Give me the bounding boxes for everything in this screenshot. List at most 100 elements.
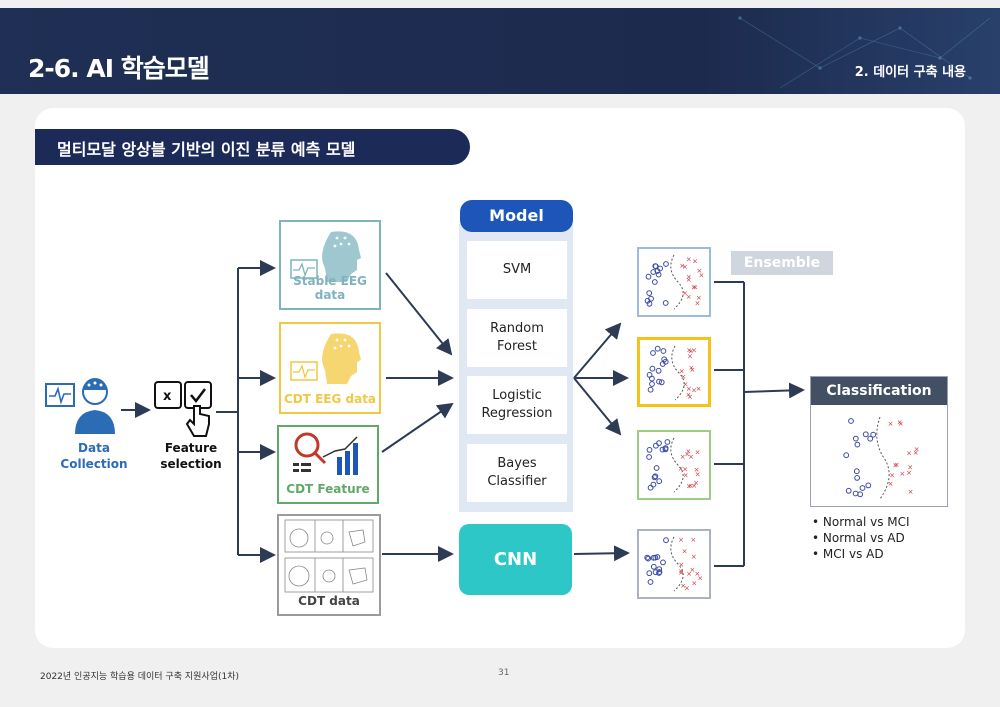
svg-text:×: × [688, 453, 694, 461]
svg-text:×: × [908, 488, 914, 496]
classification-box: Classification ×××××××××××××× [810, 376, 948, 507]
input-cdt-eeg: CDT EEG data [279, 322, 381, 414]
classification-item: MCI vs AD [812, 546, 910, 562]
classification-scatter: ×××××××××××××× [835, 413, 925, 503]
svg-text:×: × [678, 567, 684, 575]
footer-project-name: 2022년 인공지능 학습용 데이터 구축 지원사업(1차) [40, 672, 239, 682]
output-plot-4: ×××××××××××××× [637, 529, 711, 599]
data-collection-label: Data Collection [60, 441, 128, 471]
ensemble-label: Ensemble [731, 251, 833, 275]
svg-text:×: × [906, 449, 912, 457]
section-title: 멀티모달 앙상블 기반의 이진 분류 예측 모델 [57, 140, 356, 159]
page-title: 2-6. AI 학습모델 [28, 54, 210, 83]
svg-text:×: × [695, 449, 701, 457]
scatter-plot-icon: ×××××××××××××× [843, 416, 920, 500]
svg-text:×: × [684, 450, 690, 458]
svg-text:×: × [913, 449, 919, 457]
output-plot-3: ×××××××××××××× [637, 430, 711, 500]
svg-text:×: × [678, 569, 684, 577]
feature-selection-icon: x [154, 381, 212, 437]
svg-text:×: × [691, 387, 697, 395]
svg-text:×: × [678, 465, 684, 473]
svg-text:×: × [687, 393, 693, 401]
input-label: CDT Feature [286, 482, 370, 496]
model-bayes-classifier: Bayes Classifier [467, 444, 567, 502]
input-label: CDT data [298, 594, 360, 608]
svg-text:×: × [697, 267, 703, 275]
svg-text:×: × [679, 262, 685, 270]
svg-text:×: × [898, 420, 904, 428]
model-header: Model [460, 200, 573, 232]
svg-text:×: × [691, 283, 697, 291]
svg-text:×: × [888, 480, 894, 488]
magnifier-chart-icon [293, 432, 358, 475]
svg-text:×: × [899, 470, 905, 478]
scatter-plot-icon: ×××××××××××××× [646, 345, 702, 401]
svg-text:×: × [688, 348, 694, 356]
svg-text:x: x [163, 389, 172, 404]
svg-text:×: × [680, 582, 686, 590]
header-network-decoration [738, 16, 991, 89]
classification-item: Normal vs MCI [812, 514, 910, 530]
svg-text:×: × [888, 420, 894, 428]
svg-text:×: × [686, 256, 692, 264]
svg-text:×: × [684, 584, 690, 592]
input-label: CDT EEG data [283, 392, 377, 406]
page-number: 31 [498, 668, 510, 678]
svg-text:×: × [686, 293, 692, 301]
svg-text:×: × [687, 352, 693, 360]
svg-text:×: × [680, 453, 686, 461]
svg-text:×: × [696, 385, 702, 393]
scatter-plot-icon: ×××××××××××××× [644, 254, 705, 310]
input-label: Stable EEG data [293, 274, 367, 302]
svg-text:×: × [680, 373, 686, 381]
input-cdt-feature: CDT Feature [277, 425, 379, 504]
svg-text:×: × [897, 419, 903, 427]
svg-text:×: × [686, 273, 692, 281]
input-stable-eeg: Stable EEG data [279, 220, 381, 310]
svg-text:×: × [906, 469, 912, 477]
classification-item: Normal vs AD [812, 530, 910, 546]
svg-text:×: × [683, 471, 689, 479]
classification-list: Normal vs MCI Normal vs AD MCI vs AD [812, 514, 910, 562]
svg-text:×: × [678, 536, 684, 544]
svg-text:×: × [689, 566, 695, 574]
svg-text:×: × [686, 391, 692, 399]
svg-text:×: × [892, 462, 898, 470]
svg-text:×: × [682, 289, 688, 297]
head-eeg-icon [290, 231, 361, 282]
svg-text:×: × [692, 258, 698, 266]
svg-text:×: × [699, 272, 705, 280]
classification-header: Classification [811, 377, 947, 405]
svg-text:×: × [690, 536, 696, 544]
model-random-forest: Random Forest [467, 309, 567, 367]
model-logistic-regression: Logistic Regression [467, 376, 567, 434]
svg-text:×: × [688, 364, 694, 372]
svg-text:×: × [691, 347, 697, 355]
svg-text:×: × [686, 483, 692, 491]
output-plot-1: ×××××××××××××× [637, 247, 711, 317]
svg-text:×: × [678, 561, 684, 569]
input-cdt-data: CDT data [277, 514, 381, 616]
svg-text:×: × [693, 479, 699, 487]
svg-text:×: × [679, 368, 685, 376]
model-svm: SVM [467, 241, 567, 299]
svg-text:×: × [694, 570, 700, 578]
feature-selection-label: Feature selection [160, 441, 222, 471]
svg-text:×: × [695, 471, 701, 479]
svg-text:×: × [889, 471, 895, 479]
svg-text:×: × [686, 385, 692, 393]
svg-text:×: × [696, 294, 702, 302]
svg-text:×: × [689, 366, 695, 374]
svg-text:×: × [686, 276, 692, 284]
svg-text:×: × [686, 570, 692, 578]
svg-text:×: × [682, 465, 688, 473]
person-eeg-icon [45, 378, 115, 434]
scatter-plot-icon: ×××××××××××××× [646, 437, 701, 493]
model-cnn: CNN [459, 524, 572, 595]
svg-text:×: × [685, 448, 691, 456]
svg-text:×: × [695, 299, 701, 307]
head-eeg-icon [290, 333, 361, 384]
svg-text:×: × [682, 548, 688, 556]
